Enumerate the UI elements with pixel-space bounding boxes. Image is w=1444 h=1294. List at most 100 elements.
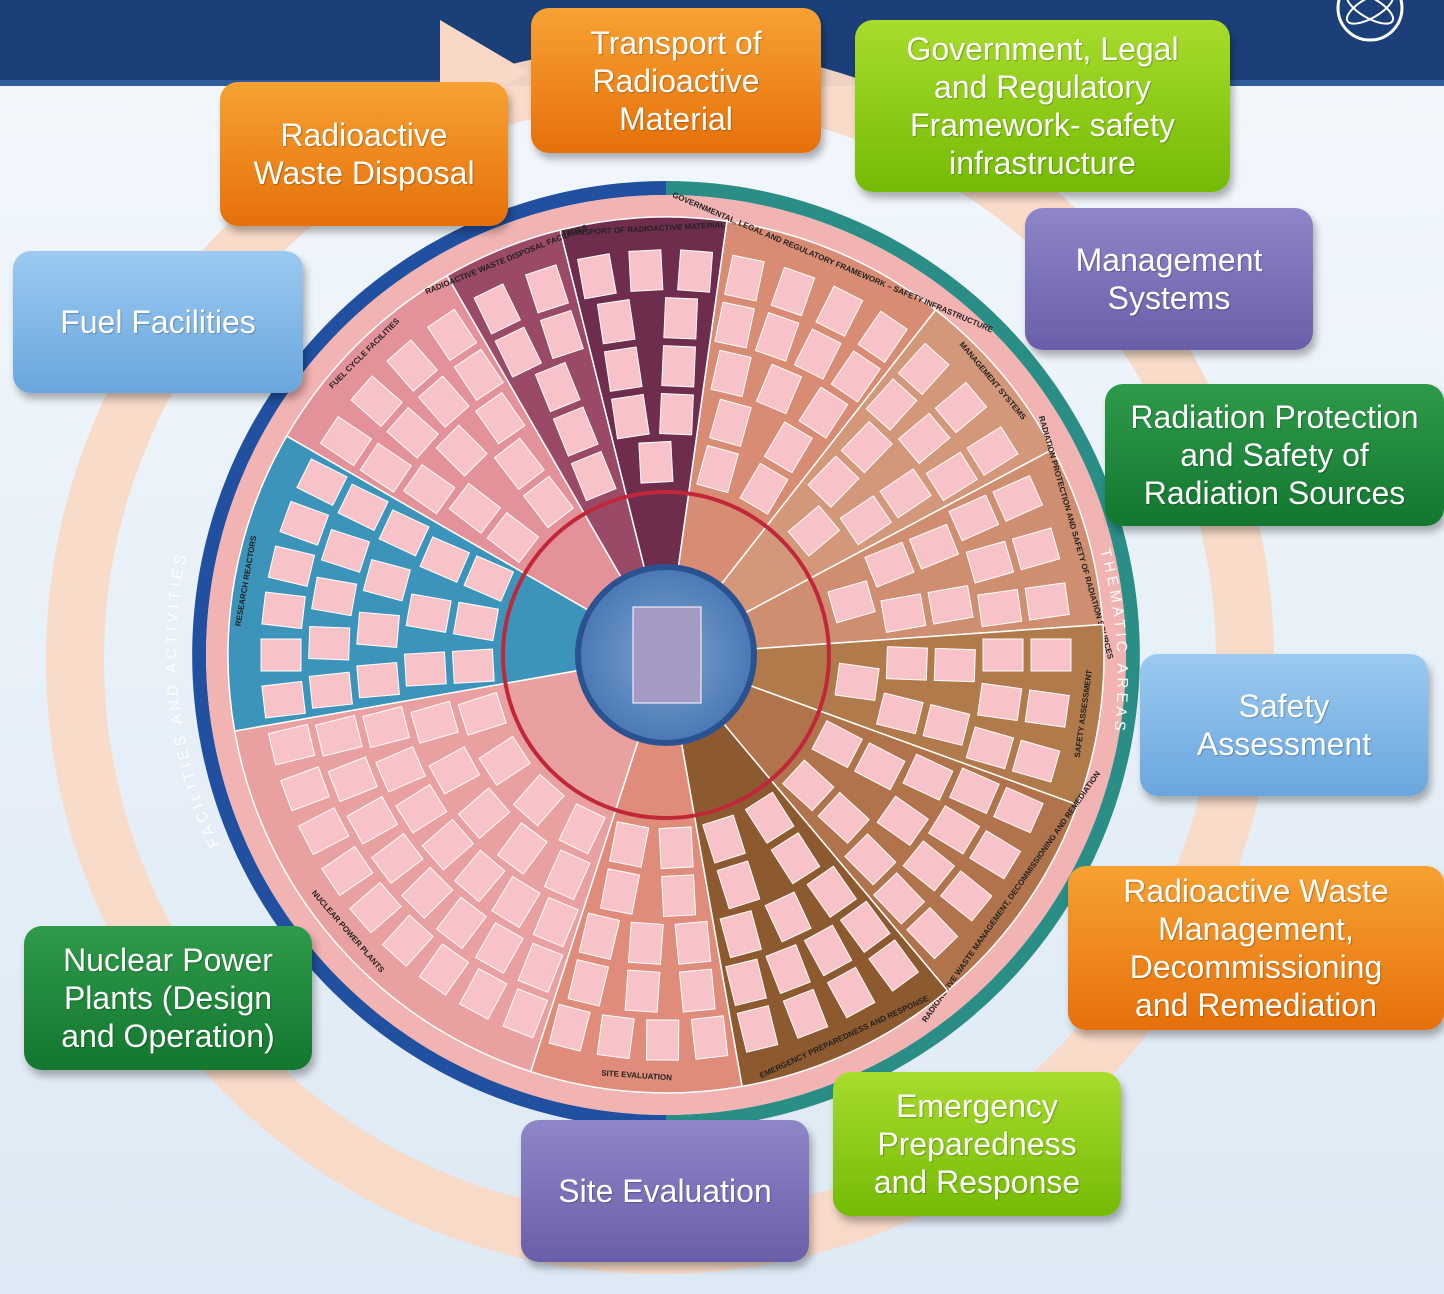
publication-card <box>448 482 502 534</box>
topic-government[interactable]: Government, Legal and Regulatory Framewo… <box>855 20 1230 192</box>
publication-card <box>319 415 373 467</box>
publication-card <box>977 588 1023 628</box>
publication-card <box>386 339 439 392</box>
publication-card <box>512 773 565 827</box>
publication-card <box>857 310 908 363</box>
publication-card <box>815 285 864 337</box>
publication-card <box>982 638 1024 672</box>
publication-card <box>977 682 1023 722</box>
publication-card <box>401 866 454 919</box>
topic-waste-management[interactable]: Radioactive Waste Management, Decommissi… <box>1068 866 1444 1030</box>
publication-card <box>356 661 400 699</box>
publication-card <box>690 1015 729 1060</box>
publication-card <box>405 593 452 633</box>
publication-card <box>674 920 712 965</box>
topic-emergency[interactable]: Emergency Preparedness and Response <box>833 1072 1121 1216</box>
topic-safety-assessment[interactable]: Safety Assessment <box>1140 654 1428 796</box>
publication-card <box>494 326 543 378</box>
publication-card <box>532 896 579 948</box>
publication-card <box>880 593 927 633</box>
publication-card <box>596 1014 635 1060</box>
topic-site-evaluation[interactable]: Site Evaluation <box>521 1120 809 1262</box>
publication-card <box>902 840 956 892</box>
topic-fuel-facilities[interactable]: Fuel Facilities <box>13 251 303 393</box>
publication-card <box>928 805 981 855</box>
publication-card <box>451 648 495 684</box>
publication-card <box>724 254 765 302</box>
publication-card <box>474 392 526 445</box>
publication-card <box>296 458 348 507</box>
publication-card <box>782 759 835 812</box>
publication-card <box>879 468 932 519</box>
publication-card <box>658 826 694 870</box>
publication-card <box>744 791 795 844</box>
publication-card <box>624 969 661 1013</box>
publication-card <box>418 943 470 996</box>
publication-card <box>696 444 739 494</box>
publication-card <box>386 406 439 459</box>
publication-card <box>517 942 564 993</box>
publication-card <box>381 914 434 967</box>
publication-card <box>280 766 330 812</box>
publication-card <box>908 523 960 570</box>
publication-card <box>403 463 456 515</box>
publication-card <box>403 651 447 687</box>
publication-card <box>782 988 829 1039</box>
publication-card <box>417 375 470 428</box>
publication-card <box>933 647 976 683</box>
publication-card <box>798 386 849 439</box>
publication-card <box>765 944 811 995</box>
publication-card <box>419 536 471 583</box>
publication-card <box>939 870 993 922</box>
publication-card <box>716 860 761 910</box>
publication-card <box>534 361 581 413</box>
publication-card <box>452 601 499 642</box>
publication-card <box>410 700 459 744</box>
publication-card <box>308 671 353 709</box>
publication-card <box>457 787 511 840</box>
publication-card <box>875 692 924 735</box>
publication-card <box>897 412 951 465</box>
publication-card <box>948 494 1000 542</box>
publication-card <box>659 393 694 436</box>
topic-radiation-protection[interactable]: Radiation Protection and Safety of Radia… <box>1105 384 1444 526</box>
topic-transport[interactable]: Transport of Radioactive Material <box>531 8 821 153</box>
publication-card <box>714 301 755 349</box>
publication-card <box>435 896 487 950</box>
publication-card <box>453 348 504 402</box>
publication-card <box>297 807 350 856</box>
publication-card <box>965 540 1015 584</box>
publication-card <box>817 791 870 844</box>
publication-card <box>739 462 789 515</box>
publication-card <box>356 611 400 649</box>
publication-card <box>525 264 570 314</box>
publication-card <box>502 988 549 1039</box>
logo-emblem <box>1336 0 1404 42</box>
publication-card <box>567 959 610 1007</box>
topic-waste-disposal[interactable]: Radioactive Waste Disposal <box>220 82 508 226</box>
publication-card <box>885 646 928 681</box>
publication-card <box>346 795 399 845</box>
publication-card <box>362 558 411 602</box>
publication-card <box>628 249 664 292</box>
publication-card <box>375 745 426 793</box>
publication-card <box>267 545 316 587</box>
publication-card <box>844 833 897 886</box>
publication-card <box>473 283 522 335</box>
topic-management[interactable]: Management Systems <box>1025 208 1313 350</box>
publication-card <box>1011 527 1061 571</box>
publication-card <box>609 821 650 868</box>
publication-card <box>710 349 752 398</box>
fundamentals-card <box>632 606 702 704</box>
publication-card <box>949 767 1000 815</box>
publication-card <box>627 921 664 965</box>
publication-card <box>378 509 430 557</box>
publication-card <box>839 495 893 546</box>
topic-nuclear-power-plants[interactable]: Nuclear Power Plants (Design and Operati… <box>24 926 312 1070</box>
publication-card <box>1011 739 1061 783</box>
publication-card <box>1030 638 1072 672</box>
publication-card <box>719 910 763 959</box>
publication-card <box>811 720 863 769</box>
publication-card <box>725 958 767 1007</box>
publication-card <box>359 442 413 493</box>
